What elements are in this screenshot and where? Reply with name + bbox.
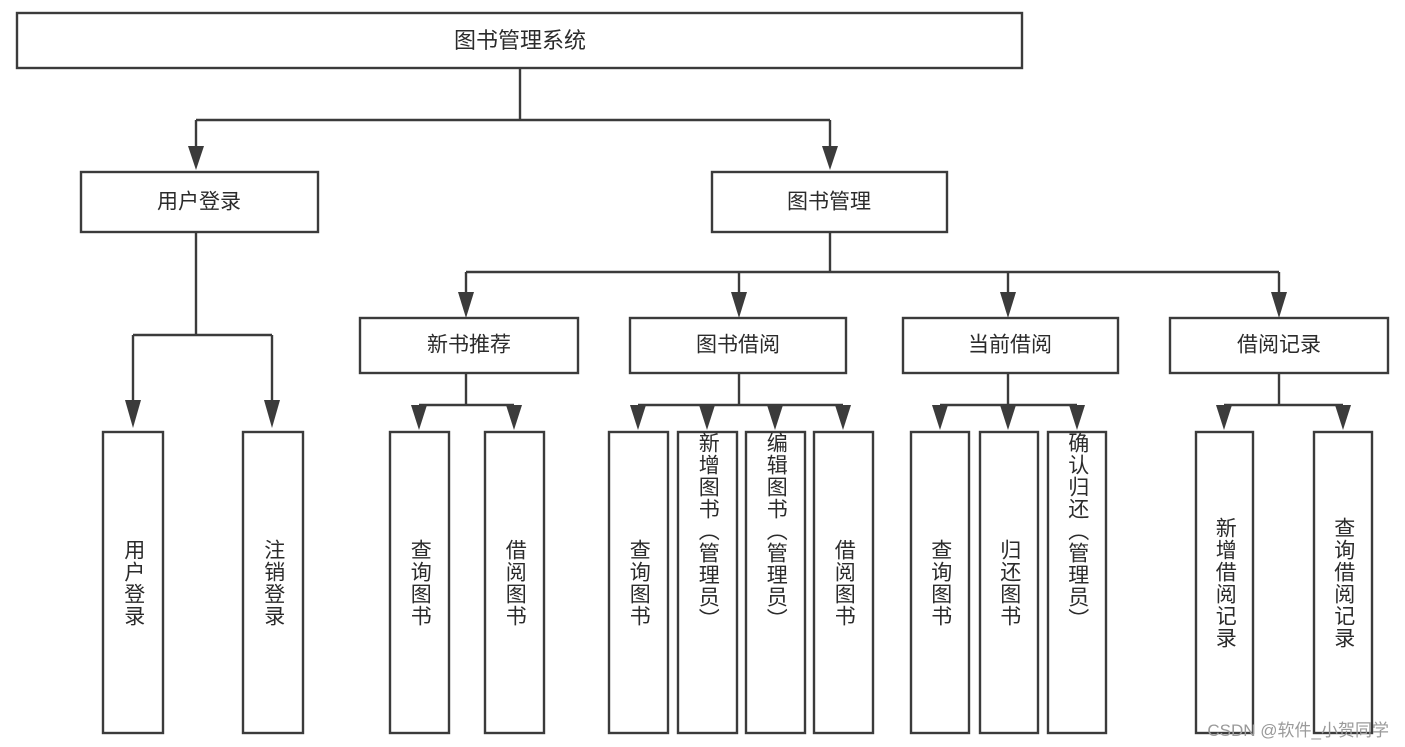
leaf-return-book-box[interactable] [978, 430, 1040, 735]
leaf-borrow-book-1-box[interactable] [483, 430, 546, 735]
arrow-head-leaf-confirm-return [1069, 405, 1085, 430]
node-current-borrow-box[interactable] [901, 316, 1120, 375]
arrow-head-user-login [188, 146, 204, 170]
leaf-confirm-return-box[interactable] [1046, 430, 1108, 735]
connector-group-book-management [458, 232, 1287, 318]
leaf-query-book-3-box[interactable] [909, 430, 971, 735]
arrow-head-book-borrow [731, 292, 747, 318]
node-book-management-label: 图书管理 [787, 191, 871, 214]
node-book-borrow[interactable]: 图书借阅 [628, 316, 848, 375]
connector-group-book-borrow [630, 373, 851, 430]
arrow-head-leaf-return-book [1000, 405, 1016, 430]
node-user-login-label: 用户登录 [157, 191, 241, 214]
node-borrow-record-label: 借阅记录 [1237, 334, 1321, 357]
connector-group-current-borrow [932, 373, 1085, 430]
arrow-head-leaf-borrow-book-2 [835, 405, 851, 430]
node-root-label: 图书管理系统 [454, 28, 586, 53]
node-book-borrow-label: 图书借阅 [696, 334, 780, 357]
leaf-logout-box[interactable] [241, 430, 305, 735]
arrow-head-leaf-edit-book [767, 405, 783, 430]
node-new-book-recommend-label: 新书推荐 [427, 334, 511, 357]
node-book-management-box[interactable] [710, 170, 949, 234]
arrow-head-leaf-query-record [1335, 405, 1351, 430]
node-root[interactable]: 图书管理系统 [15, 11, 1024, 70]
leaf-edit-book-box[interactable] [744, 430, 807, 735]
arrow-head-leaf-add-record [1216, 405, 1232, 430]
node-book-management[interactable]: 图书管理 [710, 170, 949, 234]
arrow-head-borrow-record [1271, 292, 1287, 318]
node-user-login[interactable]: 用户登录 [79, 170, 320, 234]
arrow-head-leaf-add-book [699, 405, 715, 430]
leaf-query-book-2-box[interactable] [607, 430, 670, 735]
arrow-head-leaf-user-login [125, 400, 141, 428]
csdn-watermark: CSDN @软件_小贺同学 [1207, 721, 1389, 740]
arrow-head-leaf-borrow-book-1 [506, 405, 522, 430]
arrow-head-leaf-query-book-1 [411, 405, 427, 430]
arrow-head-current-borrow [1000, 292, 1016, 318]
arrow-head-new-book-recommend [458, 292, 474, 318]
leaf-query-record-box[interactable] [1312, 430, 1374, 735]
node-book-borrow-box[interactable] [628, 316, 848, 375]
leaf-boxes [101, 430, 1374, 735]
node-root-box[interactable] [15, 11, 1024, 70]
arrow-head-leaf-logout [264, 400, 280, 428]
connector-group-new-book-recommend [411, 373, 522, 430]
connector-group-user-login [125, 232, 280, 428]
node-current-borrow-label: 当前借阅 [968, 334, 1052, 357]
node-borrow-record[interactable]: 借阅记录 [1168, 316, 1390, 375]
node-borrow-record-box[interactable] [1168, 316, 1390, 375]
node-user-login-box[interactable] [79, 170, 320, 234]
leaf-user-login-box[interactable] [101, 430, 165, 735]
leaf-add-record-box[interactable] [1194, 430, 1255, 735]
arrow-head-leaf-query-book-3 [932, 405, 948, 430]
leaf-query-book-1-box[interactable] [388, 430, 451, 735]
leaf-add-book-box[interactable] [676, 430, 739, 735]
node-new-book-recommend-box[interactable] [358, 316, 580, 375]
arrow-head-book-management [822, 146, 838, 170]
node-current-borrow[interactable]: 当前借阅 [901, 316, 1120, 375]
connector-group-borrow-record [1216, 373, 1351, 430]
node-new-book-recommend[interactable]: 新书推荐 [358, 316, 580, 375]
connector-group-root [188, 68, 838, 170]
leaf-borrow-book-2-box[interactable] [812, 430, 875, 735]
arrow-head-leaf-query-book-2 [630, 405, 646, 430]
